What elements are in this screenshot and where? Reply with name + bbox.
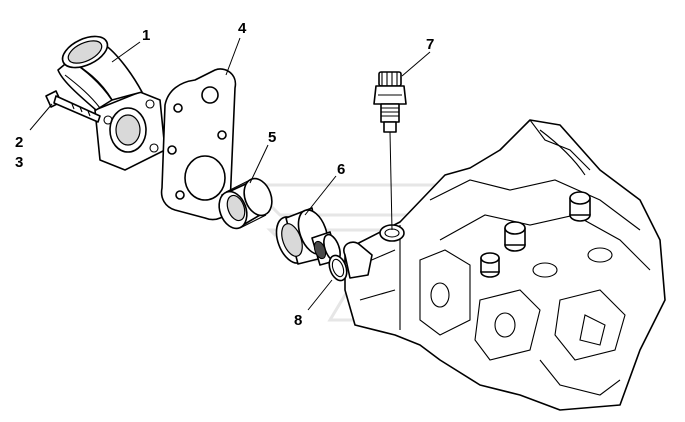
callout-2: 2 xyxy=(15,134,23,151)
leader-5 xyxy=(249,144,269,184)
callout-5: 5 xyxy=(268,129,276,146)
cylinder-head xyxy=(343,119,666,411)
leader-1 xyxy=(111,41,141,63)
leader-lines xyxy=(29,37,431,311)
callout-8: 8 xyxy=(294,312,302,329)
part-4-gasket xyxy=(160,68,237,221)
part-5-seal-ring xyxy=(218,177,273,230)
leader-8 xyxy=(307,279,333,311)
leader-4 xyxy=(225,37,241,76)
callout-1: 1 xyxy=(142,27,150,44)
part-7-temperature-sensor xyxy=(373,71,407,231)
leader-7 xyxy=(401,51,431,77)
callout-6: 6 xyxy=(337,161,345,178)
callout-4: 4 xyxy=(238,20,247,37)
leader-6 xyxy=(304,175,337,216)
part-8-o-ring xyxy=(328,254,348,282)
callout-3: 3 xyxy=(15,154,23,171)
leader-2 xyxy=(29,103,53,131)
callouts: 1 2 3 4 5 6 7 8 xyxy=(15,20,434,329)
part-1-water-outlet-elbow xyxy=(57,35,166,171)
part-2-3-bolt xyxy=(45,90,101,123)
part-6-thermostat xyxy=(275,207,341,266)
callout-7: 7 xyxy=(426,36,434,53)
